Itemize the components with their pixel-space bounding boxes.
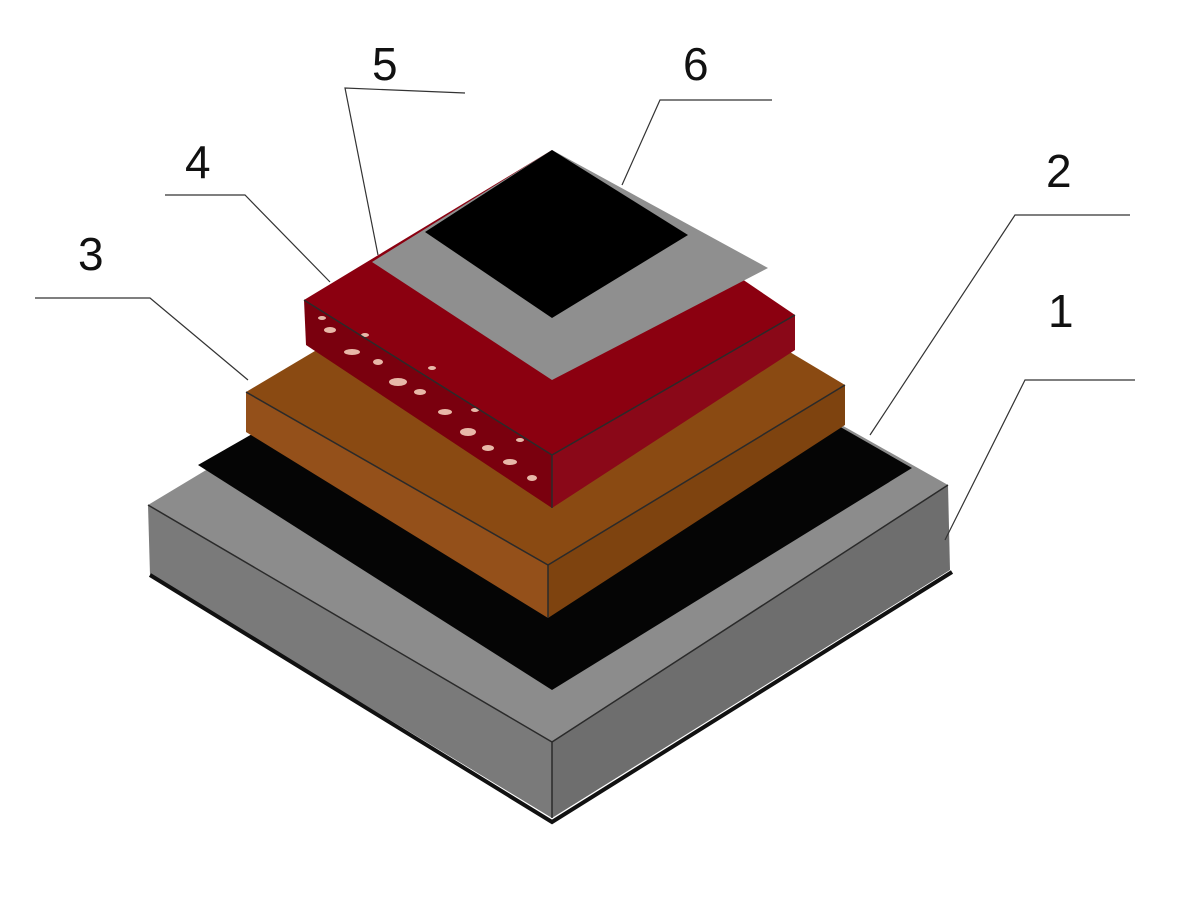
layer-3-front-face [246,392,548,618]
leader-line-4 [165,194,331,283]
layer-1-bottom-edge [148,570,954,825]
callout-label-6: 6 [683,38,709,90]
callout-label-1: 1 [1048,285,1074,337]
leader-line-5 [344,87,466,256]
layer-6-top-face [425,150,688,318]
callout-label-3: 3 [78,228,104,280]
layer-3-side-face [548,385,845,618]
layer-4-front-face [304,300,552,508]
layer-1-side-face [552,485,950,818]
leader-line-1 [944,379,1135,541]
callout-label-5: 5 [372,38,398,90]
layer-4-side-face [552,315,795,508]
layer-6-black-top [425,150,688,318]
callout-labels: 1 2 3 4 5 6 [78,38,1074,337]
layer-1-front-face [148,505,552,818]
callout-label-2: 2 [1046,145,1072,197]
leader-lines [35,87,1135,541]
layer-4-speckles [318,316,537,481]
leader-line-6 [621,99,772,186]
leader-line-2 [869,214,1130,436]
leader-line-3 [35,297,249,381]
callout-label-4: 4 [185,136,211,188]
